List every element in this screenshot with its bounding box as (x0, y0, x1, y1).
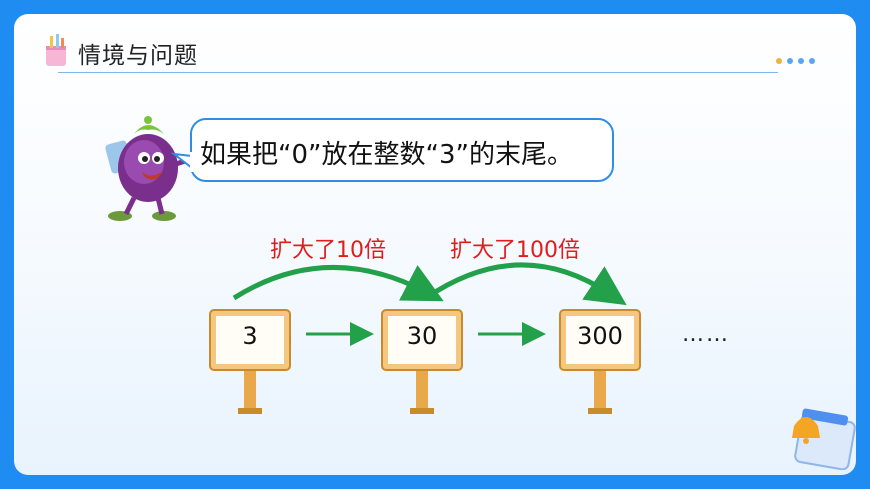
sign-30: 30 (380, 308, 464, 418)
page-title: 情境与问题 (78, 43, 198, 69)
sign-300: 300 (558, 308, 642, 418)
bubble-tail (170, 152, 196, 172)
arc-arrow-10x (232, 264, 444, 302)
ellipsis: …… (682, 322, 730, 347)
header-divider (58, 72, 778, 73)
sign-value: 3 (242, 322, 258, 350)
arc-label-100x: 扩大了100倍 (450, 238, 580, 263)
arc-arrow-100x (424, 262, 627, 306)
wooden-sign-icon (381, 309, 463, 414)
speech-bubble (190, 118, 614, 182)
sign-value: 30 (406, 322, 438, 350)
pencil-cup-icon (46, 34, 66, 66)
dialog-text: 如果把“0”放在整数“3”的末尾。 (200, 140, 573, 170)
wooden-sign-icon (209, 309, 291, 414)
dot (787, 58, 793, 64)
diagram-arrows (232, 262, 627, 346)
slide-canvas: 情境与问题 如果把“0”放在整数“3”的末尾。 (14, 14, 856, 475)
dot (776, 58, 782, 64)
bell-calendar-icon (792, 408, 856, 470)
sign-value: 300 (577, 322, 623, 350)
wooden-sign-icon (559, 309, 641, 414)
sign-3: 3 (208, 308, 292, 418)
header-dots (776, 58, 815, 64)
dot (809, 58, 815, 64)
arc-label-10x: 扩大了10倍 (270, 238, 386, 263)
dot (798, 58, 804, 64)
